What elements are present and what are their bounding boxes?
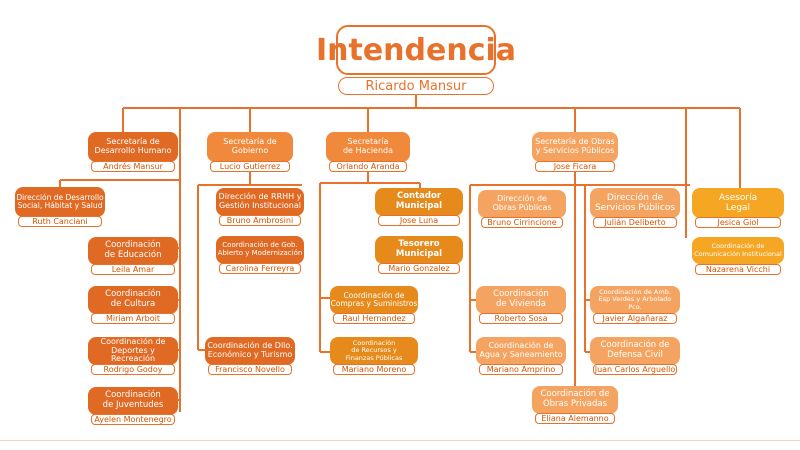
direccion-desarrollo-social-box: Dirección de Desarrollo Social, Hábitat … <box>15 187 105 217</box>
intendencia-title: Intendencia <box>316 25 516 75</box>
coordinacion-obras-privadas-box: Coordinación de Obras Privadas <box>532 386 618 414</box>
coordinacion-comunicacion-name: Nazarena Vicchi <box>695 264 781 275</box>
coordinacion-recursos-box: Coordinación de Recursos y Finanzas Públ… <box>330 337 418 365</box>
direccion-rrhh-box: Dirección de RRHH y Gestión Instituciona… <box>216 188 304 216</box>
coordinacion-gobierno-abierto-name: Carolina Ferreyra <box>219 263 301 274</box>
secretaria-desarrollo-humano-box: Secretaría de Desarrollo Humano <box>88 132 178 162</box>
coordinacion-educacion-box: Coordinación de Educación <box>88 237 178 265</box>
tesorero-municipal-name: Mario Gonzalez <box>378 263 460 274</box>
tesorero-municipal-box: Tesorero Municipal <box>375 236 463 264</box>
coordinacion-deportes-box: Coordinación de Deportes y Recreación <box>88 337 178 365</box>
secretaria-obras-servicios-name: Jose Ficara <box>535 161 615 172</box>
coordinacion-agua-box: Coordinación de Agua y Saneamiento <box>476 337 566 365</box>
secretaria-gobierno-box: Secretaría de Gobierno <box>207 132 293 162</box>
coordinacion-comunicacion-box: Coordinación de Comunicación Institucion… <box>692 237 784 264</box>
coordinacion-defensa-civil-box: Coordinación de Defensa Civil <box>590 337 680 365</box>
secretaria-desarrollo-humano-name: Andrés Mansur <box>91 161 175 172</box>
direccion-rrhh-name: Bruno Ambrosini <box>219 215 301 226</box>
contador-municipal-box: Contador Municipal <box>375 188 463 216</box>
intendente-name: Ricardo Mansur <box>338 77 494 95</box>
contador-municipal-name: Jose Luna <box>378 215 460 226</box>
direccion-desarrollo-social-name: Ruth Canciani <box>18 216 102 227</box>
coordinacion-juventudes-box: Coordinación de Juventudes <box>88 387 178 415</box>
direccion-obras-publicas-box: Dirección de Obras Públicas <box>478 190 566 218</box>
coordinacion-compras-name: Raul Hernandez <box>333 313 415 324</box>
coordinacion-ambiente-box: Coordinación de Amb. Esp Verdes y Arbola… <box>590 286 680 314</box>
coordinacion-cultura-name: Miriam Arboit <box>91 313 175 324</box>
coordinacion-educacion-name: Leila Amar <box>91 264 175 275</box>
coordinacion-desarrollo-economico-box: Coordinación de Dllo. Económico y Turism… <box>205 337 295 365</box>
coordinacion-obras-privadas-name: Eliana Alemanno <box>535 413 615 424</box>
coordinacion-desarrollo-economico-name: Francisco Novello <box>208 364 292 375</box>
direccion-servicios-publicos-box: Dirección de Servicios Públicos <box>590 188 680 218</box>
coordinacion-vivienda-name: Roberto Sosa <box>479 313 563 324</box>
secretaria-gobierno-name: Lucio Gutierrez <box>210 161 290 172</box>
footer-divider <box>0 440 800 441</box>
coordinacion-recursos-name: Mariano Moreno <box>333 364 415 375</box>
coordinacion-juventudes-name: Ayelen Montenegro <box>91 414 175 425</box>
coordinacion-compras-box: Coordinación de Compras y Suministros <box>330 286 418 314</box>
secretaria-hacienda-box: Secretaría de Hacienda <box>326 132 410 162</box>
secretaria-hacienda-name: Orlando Aranda <box>329 161 407 172</box>
asesoria-legal-name: Jesica Giol <box>695 217 781 228</box>
coordinacion-vivienda-box: Coordinación de Vivienda <box>476 286 566 314</box>
coordinacion-defensa-civil-name: Juan Carlos Arguello <box>593 364 677 375</box>
asesoria-legal-box: Asesoría Legal <box>692 188 784 218</box>
coordinacion-ambiente-name: Javier Algañaraz <box>593 313 677 324</box>
direccion-obras-publicas-name: Bruno Cirrincione <box>481 217 563 228</box>
coordinacion-agua-name: Mariano Amprino <box>479 364 563 375</box>
direccion-servicios-publicos-name: Julián Deliberto <box>593 217 677 228</box>
coordinacion-gobierno-abierto-box: Coordinación de Gob. Abierto y Moderniza… <box>216 236 304 264</box>
coordinacion-deportes-name: Rodrigo Godoy <box>91 364 175 375</box>
secretaria-obras-servicios-box: Secretaría de Obras y Servicios Públicos <box>532 132 618 162</box>
coordinacion-cultura-box: Coordinación de Cultura <box>88 286 178 314</box>
